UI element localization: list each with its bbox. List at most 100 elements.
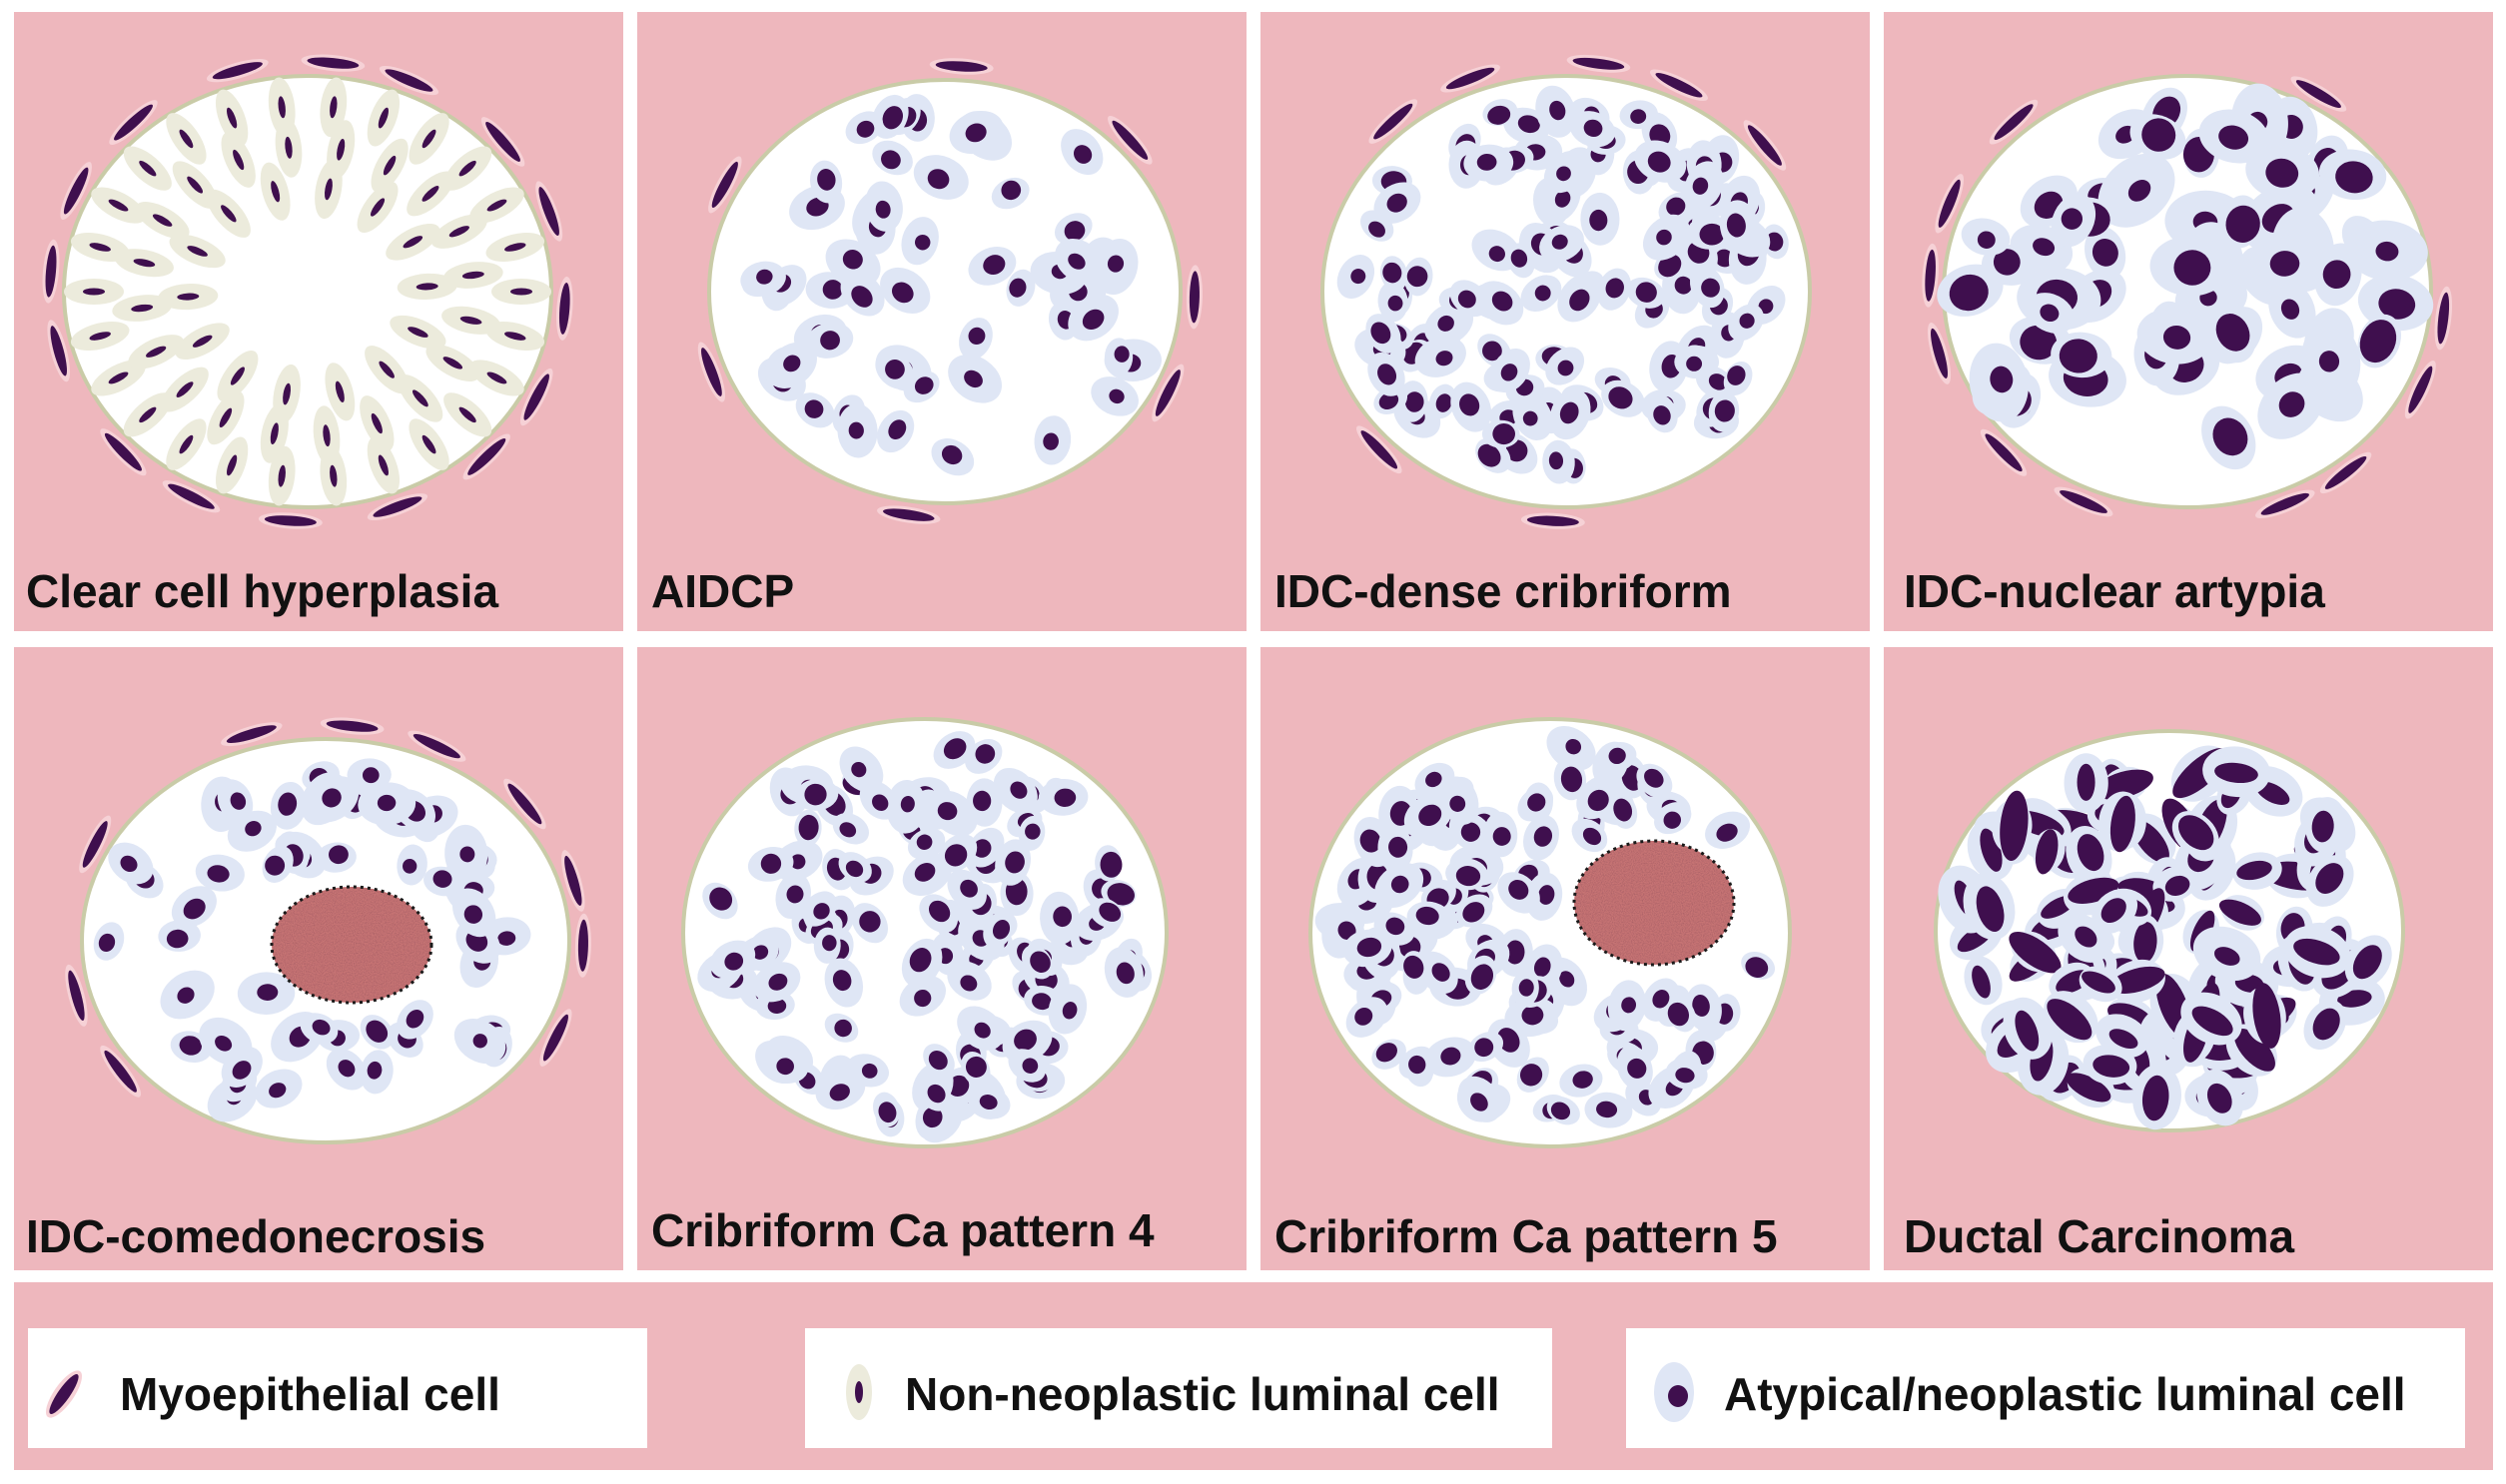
atypical-nucleus [403, 859, 418, 874]
atypical-nucleus [2214, 762, 2258, 784]
atypical-nucleus [756, 269, 773, 285]
necrosis-border [1572, 839, 1736, 967]
atypical-nucleus [1359, 829, 1381, 853]
panel-label: IDC-nuclear artypia [1904, 565, 2325, 617]
atypical-nucleus [1418, 804, 1442, 827]
atypical-nucleus [1100, 851, 1123, 878]
luminal-nucleus [421, 434, 436, 454]
luminal-nucleus [146, 346, 167, 358]
atypical-nucleus [377, 794, 397, 812]
atypical-nucleus [804, 783, 827, 806]
atypical-nucleus [1621, 997, 1637, 1014]
myoepithelial-cell-icon [45, 1370, 83, 1418]
atypical-nucleus [922, 1107, 943, 1128]
atypical-nucleus [1569, 289, 1590, 312]
myoepithelial-cell [1985, 433, 2023, 472]
panel-label: IDC-dense cribriform [1274, 565, 1732, 617]
luminal-nucleus [448, 226, 469, 238]
atypical-nucleus [1377, 364, 1397, 385]
atypical-nucleus [1596, 1101, 1618, 1118]
atypical-nucleus [1674, 276, 1693, 295]
atypical-nucleus [2225, 205, 2260, 243]
atypical-nucleus [1635, 282, 1657, 303]
luminal-nucleus [108, 199, 129, 212]
myoepithelial-cell [82, 821, 108, 868]
atypical-nucleus [179, 1036, 203, 1056]
myoepithelial-cell [711, 161, 738, 208]
atypical-nucleus [1476, 154, 1497, 171]
atypical-nucleus [1415, 906, 1439, 926]
myoepithelial-cell [1938, 179, 1961, 228]
luminal-nucleus [486, 199, 507, 212]
atypical-nucleus [1630, 109, 1647, 124]
atypical-nucleus [1005, 851, 1025, 874]
atypical-nucleus [1403, 955, 1424, 979]
legend-item-atypical-neoplastic: Atypical/neoplastic luminal cell [1626, 1328, 2465, 1448]
atypical-nucleus [856, 120, 875, 138]
myoepithelial-cell [564, 855, 582, 906]
cell-layer [1922, 76, 2453, 519]
atypical-nucleus [2359, 320, 2397, 364]
myoepithelial-cell [50, 326, 67, 376]
atypical-nucleus [120, 855, 138, 873]
atypical-nucleus [944, 844, 968, 867]
atypical-nucleus [1368, 221, 1385, 238]
atypical-nucleus [1455, 866, 1481, 887]
atypical-nucleus [367, 1061, 383, 1080]
atypical-nucleus [1538, 885, 1555, 905]
atypical-nucleus [1510, 249, 1528, 268]
atypical-nucleus [2311, 810, 2334, 843]
atypical-nucleus [872, 794, 889, 811]
myoepithelial-cell [63, 167, 89, 215]
myoepithelial-cell [523, 373, 549, 420]
atypical-nucleus [2352, 945, 2382, 980]
panel-label: Clear cell hyperplasia [26, 565, 498, 617]
luminal-nucleus [412, 389, 428, 407]
atypical-nucleus [1727, 366, 1746, 385]
myoepithelial-cell [507, 783, 542, 825]
panel-cribriform-ca-pattern-4: Cribriform Ca pattern 4 [637, 647, 1247, 1270]
luminal-nucleus [442, 357, 463, 370]
atypical-nucleus [928, 1051, 948, 1071]
atypical-nucleus [1385, 917, 1405, 936]
luminal-nucleus [179, 434, 194, 454]
cell-layer [65, 717, 591, 1122]
atypical-nucleus [1116, 962, 1135, 985]
atypical-nucleus [269, 1083, 287, 1099]
luminal-nucleus [139, 406, 157, 423]
atypical-nucleus [2293, 938, 2340, 966]
atypical-nucleus [1527, 793, 1546, 812]
legend-label: Non-neoplastic luminal cell [905, 1368, 1500, 1420]
gland-lumen [62, 74, 553, 509]
legend-label: Myoepithelial cell [120, 1368, 500, 1420]
luminal-nucleus [323, 424, 331, 447]
atypical-nucleus [2213, 947, 2240, 966]
atypical-nucleus [1533, 957, 1551, 978]
luminal-nucleus [227, 454, 238, 476]
atypical-nucleus [1099, 902, 1122, 922]
non-neoplastic-luminal-cell-icon [846, 1364, 872, 1420]
atypical-nucleus [983, 255, 1006, 276]
atypical-nucleus [2059, 339, 2097, 373]
atypical-nucleus [1435, 351, 1453, 367]
atypical-nucleus [979, 1095, 998, 1110]
atypical-nucleus [265, 855, 286, 876]
atypical-nucleus [338, 1060, 356, 1078]
atypical-nucleus [878, 1102, 897, 1123]
atypical-nucleus [1387, 295, 1403, 312]
atypical-nucleus [1644, 768, 1664, 788]
atypical-nucleus [2312, 1008, 2340, 1041]
atypical-nucleus [973, 790, 992, 812]
atypical-nucleus [767, 998, 787, 1014]
atypical-nucleus [1356, 937, 1382, 958]
atypical-nucleus [1457, 290, 1476, 309]
atypical-nucleus [973, 839, 992, 858]
atypical-nucleus [752, 945, 769, 960]
atypical-nucleus [1518, 979, 1534, 997]
atypical-nucleus [927, 169, 950, 190]
atypical-nucleus [1425, 771, 1442, 788]
atypical-nucleus [2265, 158, 2299, 188]
myoepithelial-cell [1445, 67, 1495, 90]
atypical-nucleus [1608, 747, 1626, 765]
atypical-nucleus [2094, 769, 2153, 800]
